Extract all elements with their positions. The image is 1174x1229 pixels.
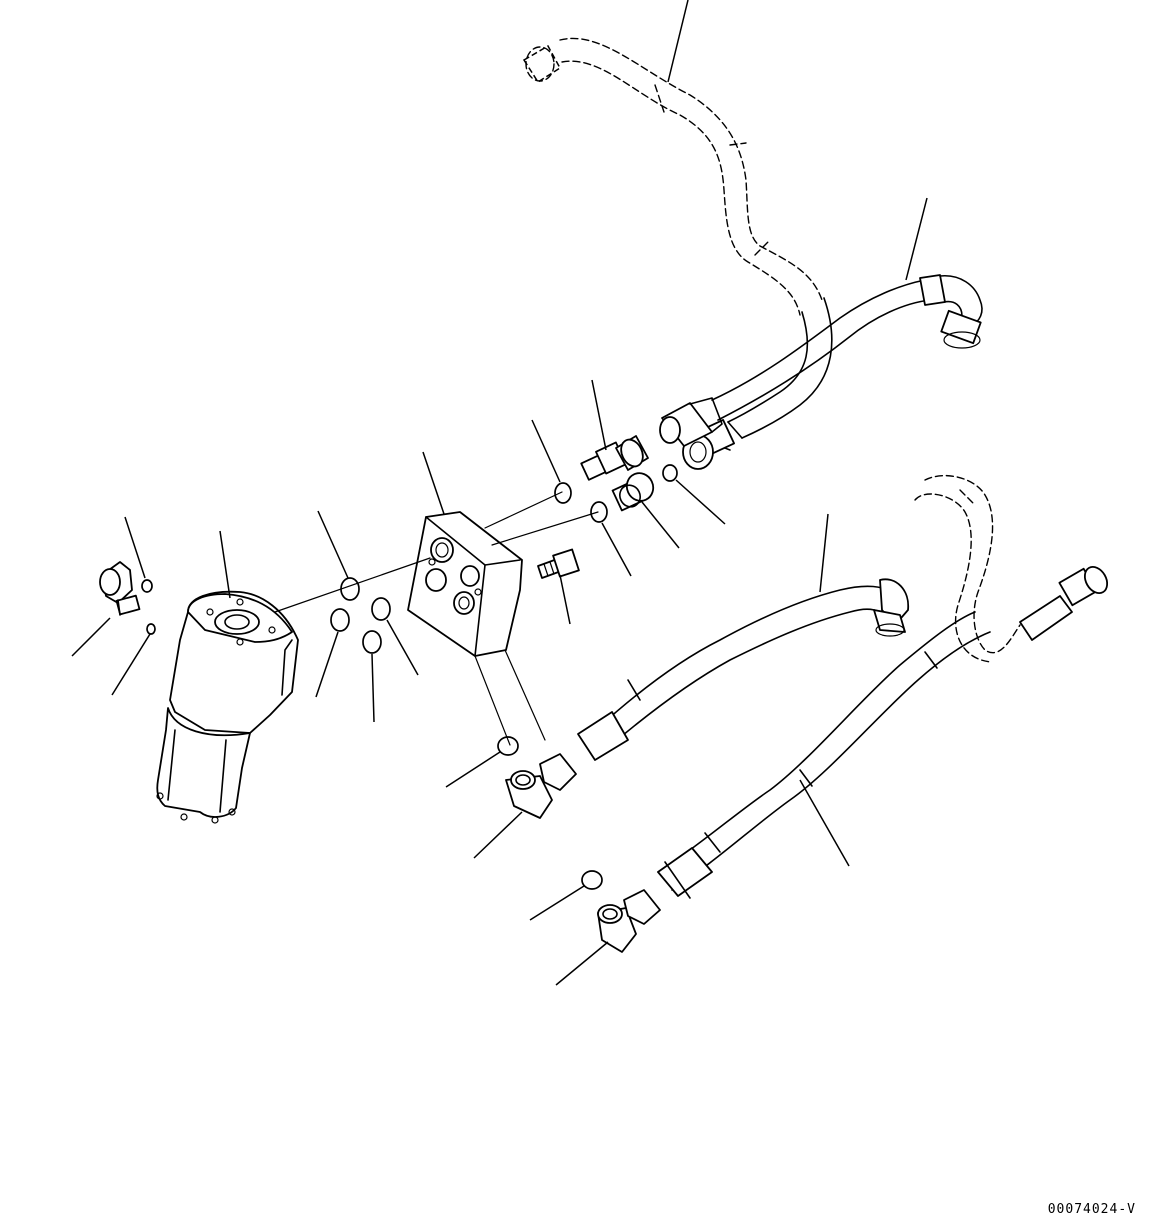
o-ring-f	[590, 501, 608, 523]
o-ring-b	[330, 608, 350, 632]
centerline-c	[491, 511, 599, 546]
lower-hose-long	[657, 565, 1109, 899]
centerline-e	[474, 655, 511, 746]
o-ring-i	[581, 870, 603, 890]
o-ring-a	[340, 577, 360, 601]
o-ring-h	[497, 736, 519, 756]
o-ring-small-a	[141, 579, 153, 593]
upper-dashed-hose	[522, 37, 823, 316]
upper-hose-a	[682, 297, 833, 470]
upper-right-hose	[659, 274, 983, 447]
centerline-a	[274, 557, 431, 613]
centerline-d	[504, 649, 546, 741]
centerline-b	[484, 491, 563, 529]
drawing-number: 00074024-V	[1047, 1202, 1136, 1217]
steering-unit	[156, 590, 299, 824]
plug-connector	[611, 472, 655, 512]
lower-dashed-hose	[914, 474, 1021, 663]
elbow-fitting-lower-b	[597, 889, 661, 953]
o-ring-d	[362, 630, 382, 654]
leader-lines	[71, 0, 928, 986]
o-ring-small-b	[146, 623, 156, 635]
straight-connector-a	[580, 435, 649, 481]
o-ring-g	[662, 464, 678, 482]
lower-hose-middle	[577, 578, 909, 761]
manifold-block	[407, 511, 523, 657]
elbow-fitting-lower-a	[505, 753, 577, 819]
bolt	[537, 548, 580, 579]
left-elbow-fitting	[99, 561, 141, 616]
o-ring-e	[554, 482, 572, 504]
o-ring-c	[371, 597, 391, 621]
